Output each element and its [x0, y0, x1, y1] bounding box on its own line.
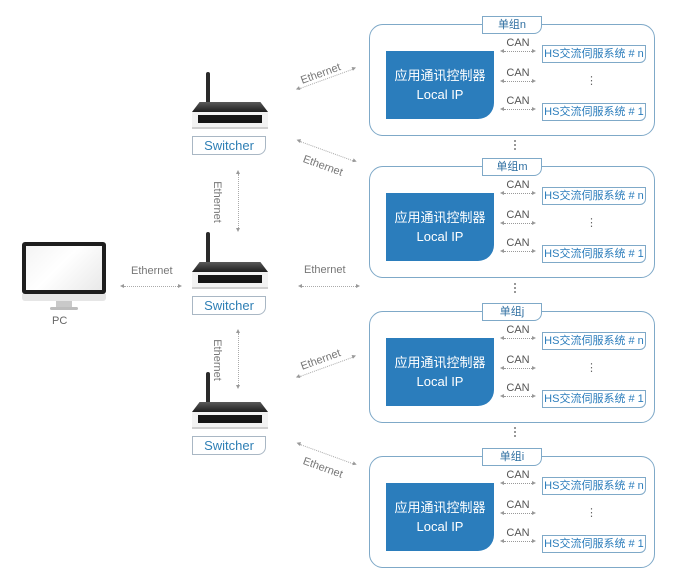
group-tag: 单组m: [482, 158, 542, 176]
ethernet-link-switch1-switch2: [236, 170, 240, 232]
pc-monitor-icon: [22, 242, 106, 294]
switch-2: Switcher: [188, 232, 276, 315]
controller-ip: Local IP: [416, 87, 464, 102]
controller-ip: Local IP: [416, 519, 464, 534]
ellipsis: ⋮: [586, 75, 597, 87]
router-icon: [192, 112, 268, 129]
can-link: CAN: [498, 499, 538, 515]
group-tag: 单组n: [482, 16, 542, 34]
controller-box: 应用通讯控制器 Local IP: [386, 51, 494, 119]
can-link: CAN: [498, 382, 538, 398]
group-j: 单组j 应用通讯控制器 Local IP CAN CAN CAN HS交流伺服系…: [369, 303, 655, 423]
ethernet-label-pc: Ethernet: [131, 265, 173, 277]
group-separator-dots: [514, 283, 516, 295]
controller-box: 应用通讯控制器 Local IP: [386, 483, 494, 551]
group-tag: 单组i: [482, 448, 542, 466]
can-link: CAN: [498, 527, 538, 543]
servo-system-n: HS交流伺服系统 # n: [542, 45, 646, 63]
controller-box: 应用通讯控制器 Local IP: [386, 338, 494, 406]
antenna-icon: [206, 372, 210, 404]
ethernet-label-switch1-switch2: Ethernet: [210, 181, 223, 223]
group-i: 单组i 应用通讯控制器 Local IP CAN CAN CAN HS交流伺服系…: [369, 448, 655, 568]
ethernet-link-pc: [120, 284, 182, 288]
pc-base: [50, 307, 78, 310]
group-tag: 单组j: [482, 303, 542, 321]
servo-system-1: HS交流伺服系统 # 1: [542, 535, 646, 553]
ellipsis: ⋮: [586, 217, 597, 229]
can-link: CAN: [498, 37, 538, 53]
switch-label: Switcher: [192, 436, 266, 455]
switch-1: Switcher: [188, 72, 276, 155]
can-link: CAN: [498, 354, 538, 370]
ethernet-link-switch2-groups: [298, 284, 360, 288]
switch-3: Switcher: [188, 372, 276, 455]
group-n: 单组n 应用通讯控制器 Local IP CAN CAN CAN HS交流伺服系…: [369, 16, 655, 136]
servo-system-1: HS交流伺服系统 # 1: [542, 245, 646, 263]
router-icon: [192, 272, 268, 289]
controller-title: 应用通讯控制器: [394, 355, 486, 370]
controller-box: 应用通讯控制器 Local IP: [386, 193, 494, 261]
group-separator-dots: [514, 140, 516, 152]
ellipsis: ⋮: [586, 362, 597, 374]
can-link: CAN: [498, 95, 538, 111]
pc-label: PC: [52, 315, 68, 327]
ethernet-label-switch2-groups: Ethernet: [304, 264, 346, 276]
controller-ip: Local IP: [416, 229, 464, 244]
antenna-icon: [206, 232, 210, 264]
servo-system-n: HS交流伺服系统 # n: [542, 187, 646, 205]
switch-label: Switcher: [192, 296, 266, 315]
servo-system-1: HS交流伺服系统 # 1: [542, 103, 646, 121]
switch-label: Switcher: [192, 136, 266, 155]
router-icon: [192, 412, 268, 429]
can-link: CAN: [498, 469, 538, 485]
can-link: CAN: [498, 237, 538, 253]
group-separator-dots: [514, 427, 516, 439]
servo-system-1: HS交流伺服系统 # 1: [542, 390, 646, 408]
pc-stand: [56, 301, 72, 308]
can-link: CAN: [498, 67, 538, 83]
antenna-icon: [206, 72, 210, 104]
servo-system-n: HS交流伺服系统 # n: [542, 332, 646, 350]
ellipsis: ⋮: [586, 507, 597, 519]
controller-title: 应用通讯控制器: [394, 210, 486, 225]
controller-title: 应用通讯控制器: [394, 68, 486, 83]
can-link: CAN: [498, 324, 538, 340]
ethernet-link-switch2-switch3: [236, 329, 240, 389]
servo-system-n: HS交流伺服系统 # n: [542, 477, 646, 495]
controller-ip: Local IP: [416, 374, 464, 389]
controller-title: 应用通讯控制器: [394, 500, 486, 515]
pc-chin: [22, 294, 106, 301]
can-link: CAN: [498, 209, 538, 225]
can-link: CAN: [498, 179, 538, 195]
group-m: 单组m 应用通讯控制器 Local IP CAN CAN CAN HS交流伺服系…: [369, 158, 655, 278]
